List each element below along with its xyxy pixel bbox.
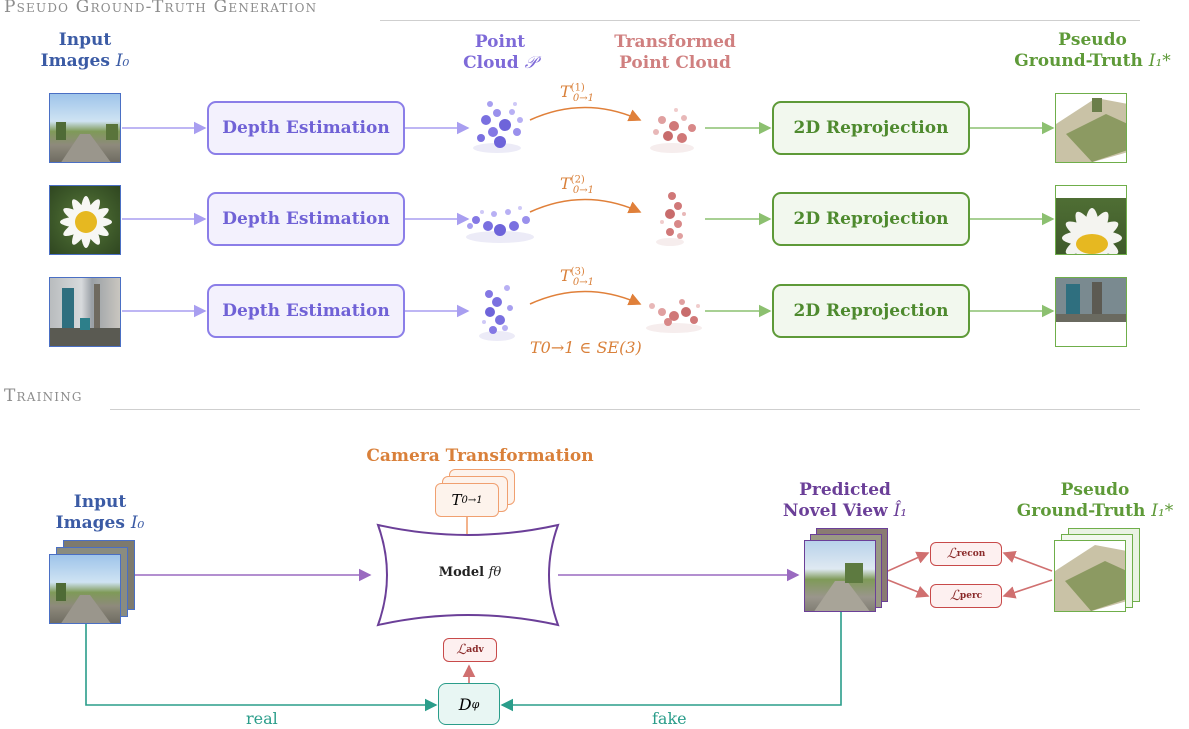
train-pseudo-image xyxy=(1054,540,1126,612)
transformed-cloud-2 xyxy=(656,192,686,246)
train-pseudo-gt-label: Pseudo Ground-Truth I₁* xyxy=(1016,480,1174,521)
transform-label-2: T(2)0→1 xyxy=(560,174,594,197)
depth-estimation-box-1: Depth Estimation xyxy=(207,101,405,155)
generation-section-title: Pseudo Ground-Truth Generation xyxy=(4,0,318,17)
camera-transformation-title: Camera Transformation xyxy=(366,446,594,466)
input-image-daisy xyxy=(49,185,121,255)
depth-estimation-box-2: Depth Estimation xyxy=(207,192,405,246)
training-divider xyxy=(110,409,1140,410)
train-input-label: Input Images I₀ xyxy=(55,492,145,533)
reprojection-box-3: 2D Reprojection xyxy=(772,284,970,338)
transformed-cloud-1 xyxy=(650,108,696,153)
model-label: Model fθ xyxy=(438,565,502,580)
predicted-novel-view-label: Predicted Novel View Î₁ xyxy=(782,480,908,521)
point-cloud-2 xyxy=(466,206,534,243)
point-cloud-3 xyxy=(479,285,515,341)
reprojection-box-2: 2D Reprojection xyxy=(772,192,970,246)
input-image-road xyxy=(49,93,121,163)
train-input-image xyxy=(49,554,121,624)
pseudo-gt-image-alley xyxy=(1055,277,1127,347)
generation-arrows xyxy=(122,106,1055,318)
pseudo-gt-image-daisy xyxy=(1055,185,1127,255)
transformed-point-cloud-label: Transformed Point Cloud xyxy=(614,32,736,73)
pseudo-gt-image-road xyxy=(1055,93,1127,163)
depth-estimation-box-3: Depth Estimation xyxy=(207,284,405,338)
real-label: real xyxy=(246,709,278,728)
fake-label: fake xyxy=(652,709,687,728)
gen-input-label: Input Images I₀ xyxy=(40,30,130,71)
input-image-alley xyxy=(49,277,121,347)
point-cloud-1 xyxy=(473,101,523,153)
reprojection-box-1: 2D Reprojection xyxy=(772,101,970,155)
generation-divider xyxy=(380,20,1140,21)
transform-label-1: T(1)0→1 xyxy=(560,82,594,105)
transform-label-3: T(3)0→1 xyxy=(560,266,594,289)
se3-label: T0→1 ∈ SE(3) xyxy=(530,338,642,357)
training-section-title: Training xyxy=(4,386,83,406)
gen-pseudo-gt-label: Pseudo Ground-Truth I₁* xyxy=(1014,30,1171,71)
transformed-cloud-3 xyxy=(646,299,702,333)
predicted-image xyxy=(804,540,876,612)
point-cloud-label: Point Cloud 𝒫 xyxy=(463,32,537,73)
